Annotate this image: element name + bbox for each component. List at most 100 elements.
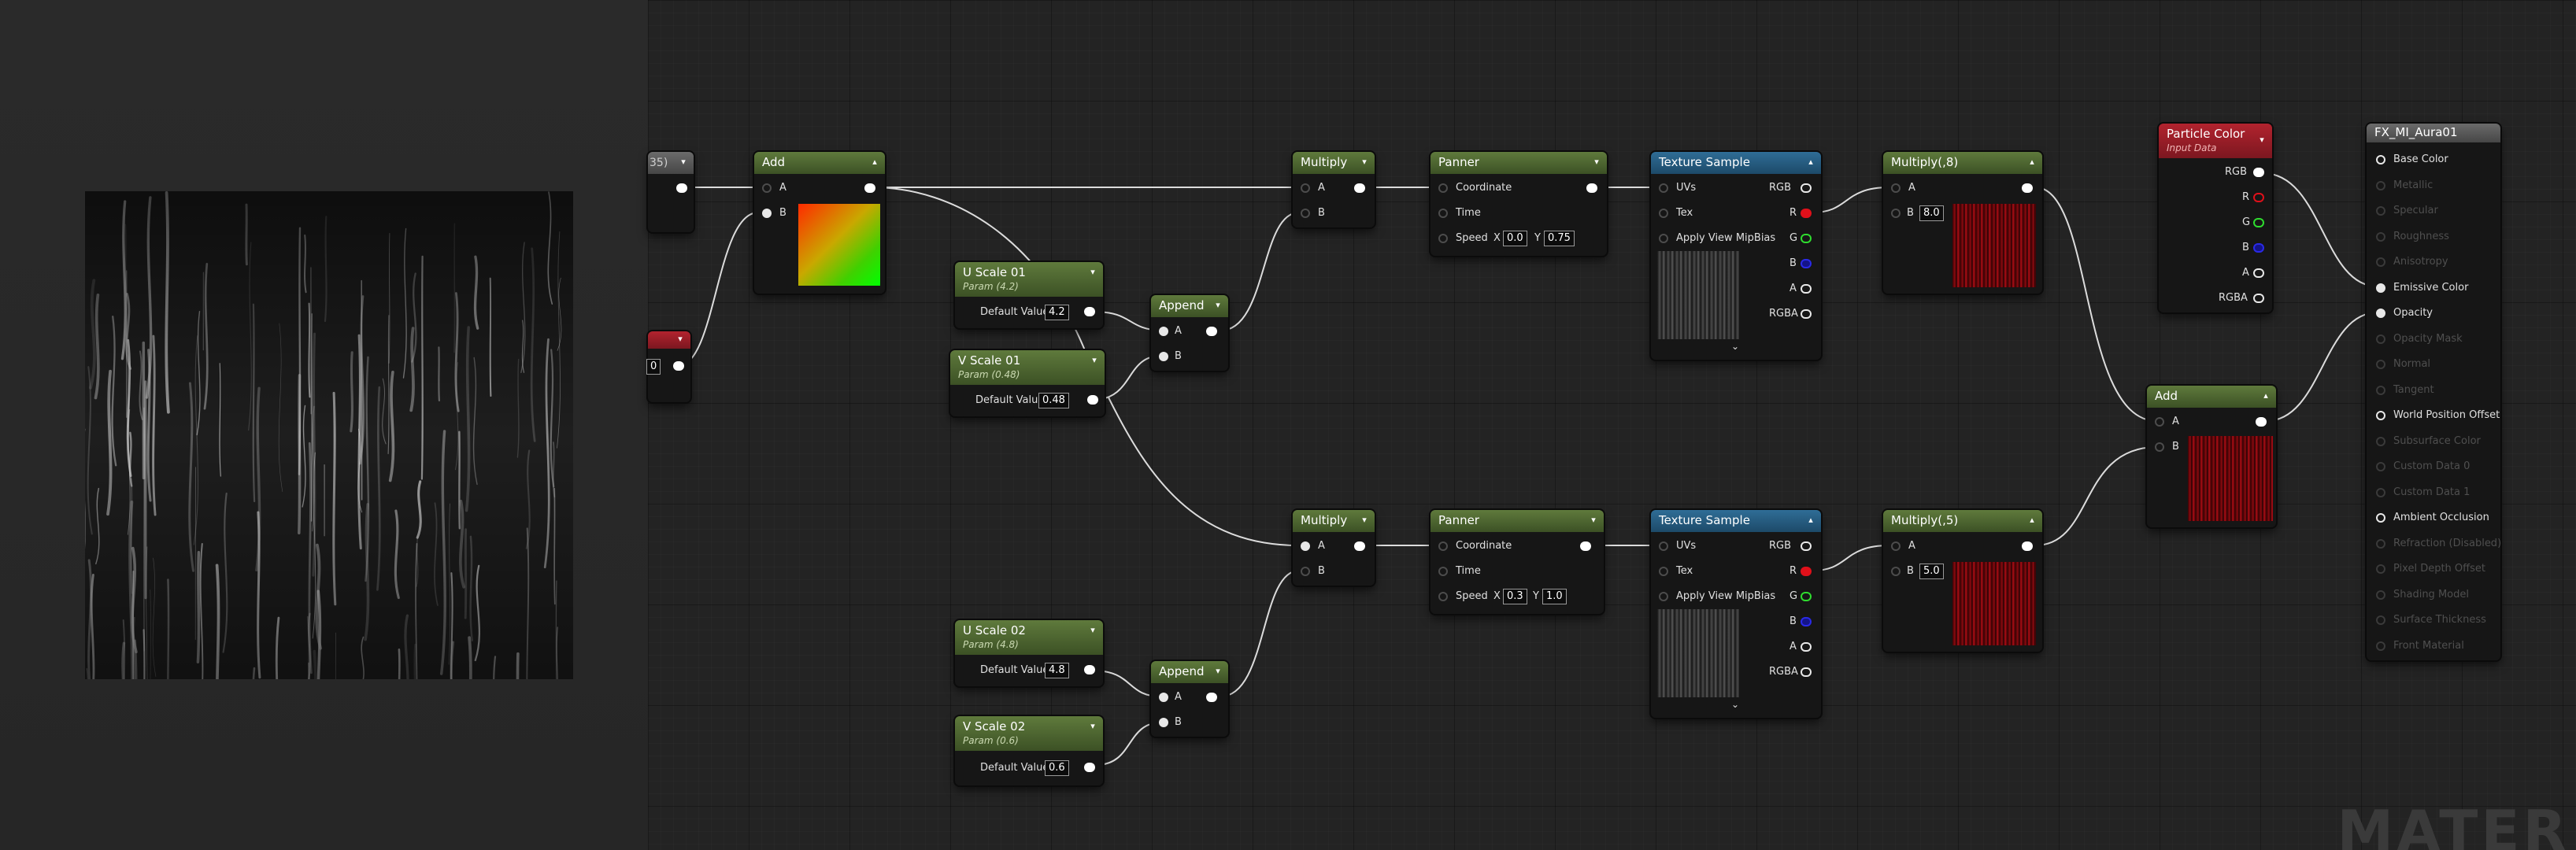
- add-node-top[interactable]: Add ▴ A B: [754, 152, 885, 294]
- chevron-down-icon[interactable]: ▾: [678, 334, 683, 344]
- output-pin-rgb[interactable]: [1801, 183, 1812, 193]
- speed-x-field[interactable]: 0.0: [1503, 231, 1527, 246]
- default-value-field[interactable]: 4.8: [1045, 663, 1069, 678]
- chevron-down-icon[interactable]: ▾: [1090, 721, 1095, 731]
- output-pin[interactable]: [1586, 183, 1597, 193]
- output-pin-b[interactable]: [1801, 617, 1812, 626]
- chevron-down-icon[interactable]: ▾: [1362, 515, 1367, 525]
- partial-value-field[interactable]: 0: [646, 359, 661, 375]
- result-input-pin[interactable]: [2376, 231, 2385, 242]
- input-pin-a[interactable]: [1301, 183, 1310, 193]
- output-pin[interactable]: [673, 361, 684, 371]
- output-pin[interactable]: [864, 183, 875, 193]
- input-pin-uvs[interactable]: [1659, 541, 1668, 551]
- input-pin-tex[interactable]: [1659, 567, 1668, 576]
- output-pin-rgba[interactable]: [2253, 294, 2264, 303]
- b-value-field[interactable]: 5.0: [1919, 564, 1944, 579]
- chevron-down-icon[interactable]: ▾: [1090, 625, 1095, 635]
- u-scale-01-node[interactable]: U Scale 01 Param (4.2) ▾ Default Value 4…: [955, 262, 1103, 328]
- material-graph-canvas[interactable]: [648, 0, 2576, 850]
- append-node-top[interactable]: Append ▾ A B: [1151, 295, 1228, 371]
- output-pin-rgba[interactable]: [1801, 667, 1812, 677]
- chevron-down-icon[interactable]: ▾: [2260, 135, 2264, 145]
- chevron-up-icon[interactable]: ▴: [2030, 515, 2034, 525]
- result-input-pin[interactable]: [2376, 180, 2385, 190]
- result-input-pin[interactable]: [2376, 615, 2385, 625]
- result-input-pin[interactable]: [2376, 206, 2385, 216]
- result-input-pin[interactable]: [2376, 589, 2385, 600]
- texture-sample-node-top[interactable]: Texture Sample ▴ UVs Tex Apply View MipB…: [1651, 152, 1821, 360]
- input-pin-coordinate[interactable]: [1438, 183, 1448, 193]
- output-pin-rgb[interactable]: [2253, 168, 2264, 177]
- input-pin-uvs[interactable]: [1659, 183, 1668, 193]
- input-pin-tex[interactable]: [1659, 209, 1668, 218]
- expand-chevron-icon[interactable]: ⌄: [1731, 341, 1740, 352]
- output-pin-a[interactable]: [1801, 284, 1812, 294]
- output-pin-a[interactable]: [2253, 268, 2264, 278]
- v-scale-02-node[interactable]: V Scale 02 Param (0.6) ▾ Default Value 0…: [955, 716, 1103, 785]
- output-pin[interactable]: [676, 183, 687, 193]
- input-pin-speed[interactable]: [1438, 234, 1448, 243]
- input-pin-a[interactable]: [1159, 327, 1168, 336]
- chevron-down-icon[interactable]: ▴: [872, 157, 877, 167]
- add-node-right[interactable]: Add ▴ A B: [2147, 386, 2276, 527]
- speed-y-field[interactable]: 1.0: [1542, 589, 1567, 604]
- output-pin-rgb[interactable]: [1801, 541, 1812, 551]
- result-input-pin[interactable]: [2376, 155, 2385, 164]
- expand-chevron-icon[interactable]: ⌄: [1731, 699, 1740, 710]
- result-input-pin[interactable]: [2376, 513, 2385, 523]
- output-pin[interactable]: [1206, 693, 1217, 702]
- default-value-field[interactable]: 0.48: [1038, 393, 1069, 408]
- input-pin-a[interactable]: [1159, 693, 1168, 702]
- multiply-8-node[interactable]: Multiply(,8) ▴ A B 8.0: [1883, 152, 2042, 294]
- output-pin[interactable]: [1084, 665, 1095, 674]
- b-value-field[interactable]: 8.0: [1919, 205, 1944, 221]
- chevron-down-icon[interactable]: ▾: [1216, 666, 1220, 676]
- chevron-down-icon[interactable]: ▾: [1594, 157, 1599, 167]
- output-pin-rgba[interactable]: [1801, 309, 1812, 319]
- output-pin[interactable]: [2022, 541, 2033, 551]
- append-node-bottom[interactable]: Append ▾ A B: [1151, 661, 1228, 737]
- output-pin[interactable]: [1084, 763, 1095, 772]
- panner-node-top[interactable]: Panner ▾ Coordinate Time Speed X 0.0 Y 0…: [1430, 152, 1607, 256]
- input-pin-b[interactable]: [762, 209, 772, 218]
- chevron-down-icon[interactable]: ▾: [1362, 157, 1367, 167]
- u-scale-02-node[interactable]: U Scale 02 Param (4.8) ▾ Default Value 4…: [955, 620, 1103, 686]
- output-pin-g[interactable]: [1801, 592, 1812, 601]
- result-input-pin[interactable]: [2376, 436, 2385, 446]
- chevron-up-icon[interactable]: ▴: [2263, 390, 2268, 401]
- input-pin-b[interactable]: [1159, 352, 1168, 361]
- result-input-pin[interactable]: [2376, 309, 2385, 318]
- particle-color-node[interactable]: Particle Color Input Data ▾ RGB R G B A …: [2159, 124, 2272, 312]
- partial-node-top[interactable]: 35) ▾: [648, 152, 694, 232]
- input-pin-coordinate[interactable]: [1438, 541, 1448, 551]
- chevron-down-icon[interactable]: ▾: [1216, 300, 1220, 310]
- output-pin-b[interactable]: [2253, 243, 2264, 253]
- input-pin-a[interactable]: [762, 183, 772, 193]
- output-pin[interactable]: [1087, 395, 1098, 405]
- input-pin-a[interactable]: [1301, 541, 1310, 551]
- result-input-pin[interactable]: [2376, 641, 2385, 651]
- output-pin-a[interactable]: [1801, 642, 1812, 652]
- input-pin-speed[interactable]: [1438, 592, 1448, 601]
- chevron-up-icon[interactable]: ▴: [1808, 157, 1813, 167]
- output-pin[interactable]: [2256, 417, 2267, 427]
- output-pin[interactable]: [2022, 183, 2033, 193]
- texture-sample-node-bottom[interactable]: Texture Sample ▴ UVs Tex Apply View MipB…: [1651, 510, 1821, 718]
- input-pin-b[interactable]: [1891, 209, 1901, 218]
- input-pin-b[interactable]: [1301, 567, 1310, 576]
- result-input-pin[interactable]: [2376, 564, 2385, 574]
- default-value-field[interactable]: 0.6: [1045, 760, 1069, 776]
- output-pin-g[interactable]: [2253, 218, 2264, 227]
- speed-x-field[interactable]: 0.3: [1503, 589, 1527, 604]
- input-pin-b[interactable]: [1159, 718, 1168, 727]
- result-input-pin[interactable]: [2376, 283, 2385, 293]
- chevron-down-icon[interactable]: ▾: [681, 157, 686, 167]
- input-pin-mipbias[interactable]: [1659, 592, 1668, 601]
- speed-y-field[interactable]: 0.75: [1544, 231, 1575, 246]
- input-pin-b[interactable]: [1891, 567, 1901, 576]
- output-pin[interactable]: [1354, 183, 1365, 193]
- panner-node-bottom[interactable]: Panner ▾ Coordinate Time Speed X 0.3 Y 1…: [1430, 510, 1604, 614]
- input-pin-mipbias[interactable]: [1659, 234, 1668, 243]
